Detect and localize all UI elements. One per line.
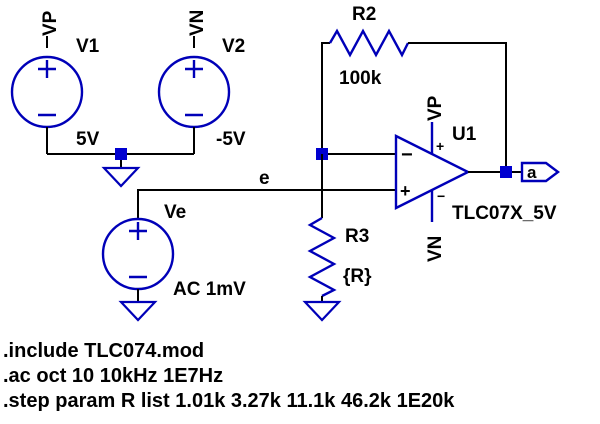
- spice-directive-ac: .ac oct 10 10kHz 1E7Hz: [3, 365, 223, 387]
- opamp-model: TLC07X_5V: [452, 203, 557, 224]
- inverting-input-sign: −: [401, 144, 413, 166]
- spice-directive-include: .include TLC074.mod: [3, 340, 204, 362]
- ground-symbol: [302, 300, 342, 322]
- v1-name: V1: [76, 36, 100, 57]
- r3-value: {R}: [343, 266, 372, 287]
- ground-symbol: [101, 166, 141, 188]
- spice-directive-step: .step param R list 1.01k 3.27k 11.1k 46.…: [3, 390, 455, 412]
- source-v2[interactable]: [157, 36, 231, 154]
- junction-dot: [115, 148, 127, 160]
- r2-value: 100k: [339, 68, 382, 89]
- opamp-name: U1: [452, 124, 477, 145]
- source-v1[interactable]: [10, 36, 84, 154]
- v2-net-label: VN: [187, 10, 208, 36]
- supply-plus-sign: +: [436, 138, 444, 154]
- ground-symbol: [118, 300, 158, 322]
- feedback-wire-right: [408, 42, 507, 172]
- opamp-u1[interactable]: [394, 122, 471, 222]
- resistor-r2[interactable]: [328, 28, 410, 58]
- opamp-vn-label: VN: [425, 236, 446, 262]
- v1-net-label: VP: [40, 10, 61, 36]
- ve-name: Ve: [164, 202, 186, 223]
- resistor-r3[interactable]: [307, 216, 337, 298]
- ve-value: AC 1mV: [173, 279, 246, 300]
- source-ve[interactable]: [101, 217, 175, 302]
- r3-name: R3: [345, 226, 369, 247]
- output-port-a[interactable]: [520, 161, 560, 183]
- v1-value: 5V: [76, 129, 100, 150]
- noninverting-input-sign: +: [400, 181, 411, 201]
- net-e-label: e: [259, 168, 270, 189]
- feedback-wire-left: [321, 42, 330, 154]
- output-port-label: a: [527, 163, 537, 182]
- opamp-vp-label: VP: [425, 95, 446, 121]
- net-e-wire: [137, 189, 396, 219]
- v2-value: -5V: [216, 129, 246, 150]
- r2-name: R2: [352, 4, 376, 25]
- supply-minus-sign: −: [437, 188, 445, 204]
- junction-dot: [500, 166, 512, 178]
- v2-name: V2: [222, 36, 245, 57]
